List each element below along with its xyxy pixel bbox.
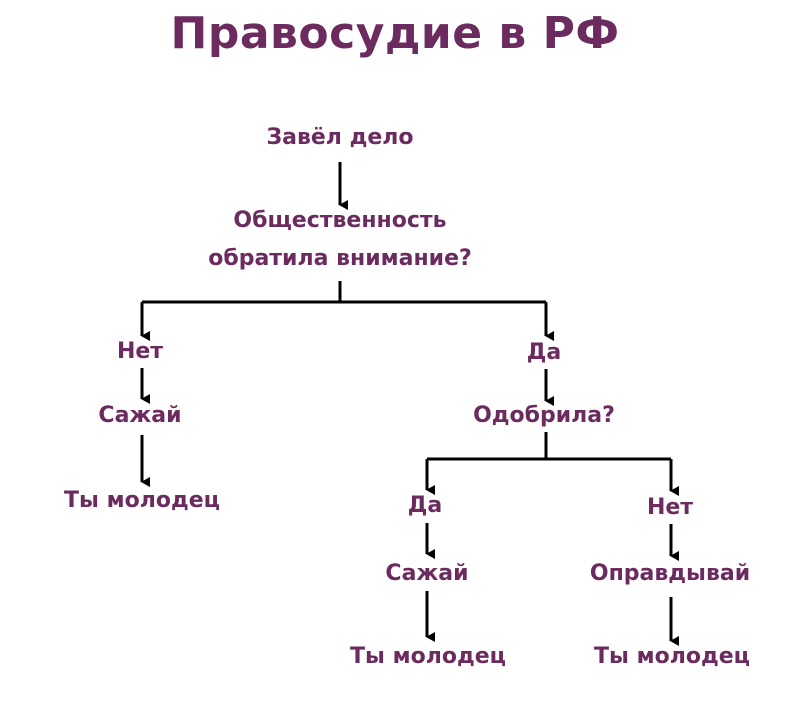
node-jail1: Сажай <box>98 403 182 428</box>
node-question2: Одобрила? <box>473 403 615 428</box>
node-no1: Нет <box>116 339 164 364</box>
node-good3: Ты молодец <box>594 644 750 669</box>
node-good2: Ты молодец <box>350 644 506 669</box>
node-question1-line2: обратила внимание? <box>208 246 472 271</box>
node-no2: Нет <box>646 495 694 520</box>
node-start: Завёл дело <box>266 125 414 150</box>
node-yes2: Да <box>407 493 443 518</box>
node-jail2: Сажай <box>385 561 469 586</box>
node-acquit: Оправдывай <box>589 561 751 586</box>
node-good1: Ты молодец <box>64 488 220 513</box>
node-question1-line1: Общественность <box>233 208 447 233</box>
node-yes1: Да <box>526 340 562 365</box>
page-title: Правосудие в РФ <box>170 8 620 59</box>
